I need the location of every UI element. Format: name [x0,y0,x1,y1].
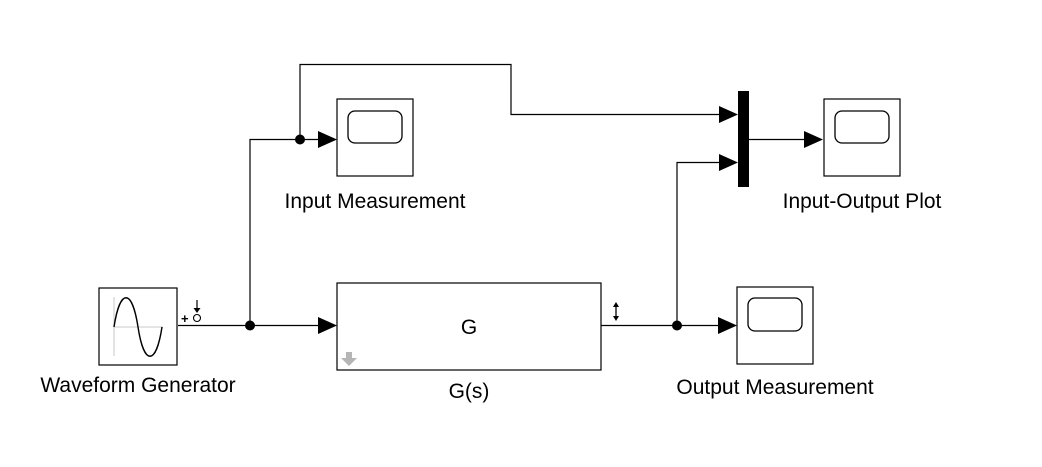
scope-icon [347,110,403,144]
transfer-function-title: G [461,316,477,339]
shortcut-arrow-icon [341,352,357,366]
output-measurement-label: Output Measurement [676,376,873,399]
signal-line-to-mux-in2[interactable] [676,161,722,326]
signal-line-to-mux-in1[interactable] [299,63,722,140]
branch-point-output[interactable] [672,320,682,331]
arrowhead-mux-in2 [719,154,738,171]
mux-block[interactable] [738,91,749,187]
output-arrow-icon[interactable] [613,302,619,321]
input-output-plot-block[interactable] [823,98,901,177]
input-measurement-label: Input Measurement [285,190,466,213]
perturbation-plus-sign: + [181,311,189,326]
output-measurement-block[interactable] [736,286,814,365]
signal-line-branch-up[interactable] [249,138,300,326]
waveform-generator-label: Waveform Generator [40,374,235,397]
branch-points [245,134,682,331]
arrowhead-plot [804,131,823,148]
input-measurement-block[interactable] [336,98,414,177]
arrowheads [318,106,823,334]
transfer-function-label: G(s) [449,380,490,403]
scope-icon [834,110,890,144]
signal-lines [178,63,806,327]
transfer-function-block[interactable]: G [336,282,602,371]
input-perturbation-marker[interactable]: + [181,300,202,326]
arrowhead-mux-in1 [719,106,738,123]
arrowhead-gs [318,317,337,334]
branch-point-input[interactable] [295,134,305,145]
sine-wave-icon [113,297,163,357]
arrowhead-output-measurement [718,317,737,334]
arrowhead-input-measurement [318,131,337,148]
perturbation-circle-icon [192,313,202,323]
branch-point-main[interactable] [245,320,255,331]
waveform-generator-block[interactable] [98,287,178,366]
input-output-plot-label: Input-Output Plot [783,190,942,213]
scope-icon [747,297,803,332]
